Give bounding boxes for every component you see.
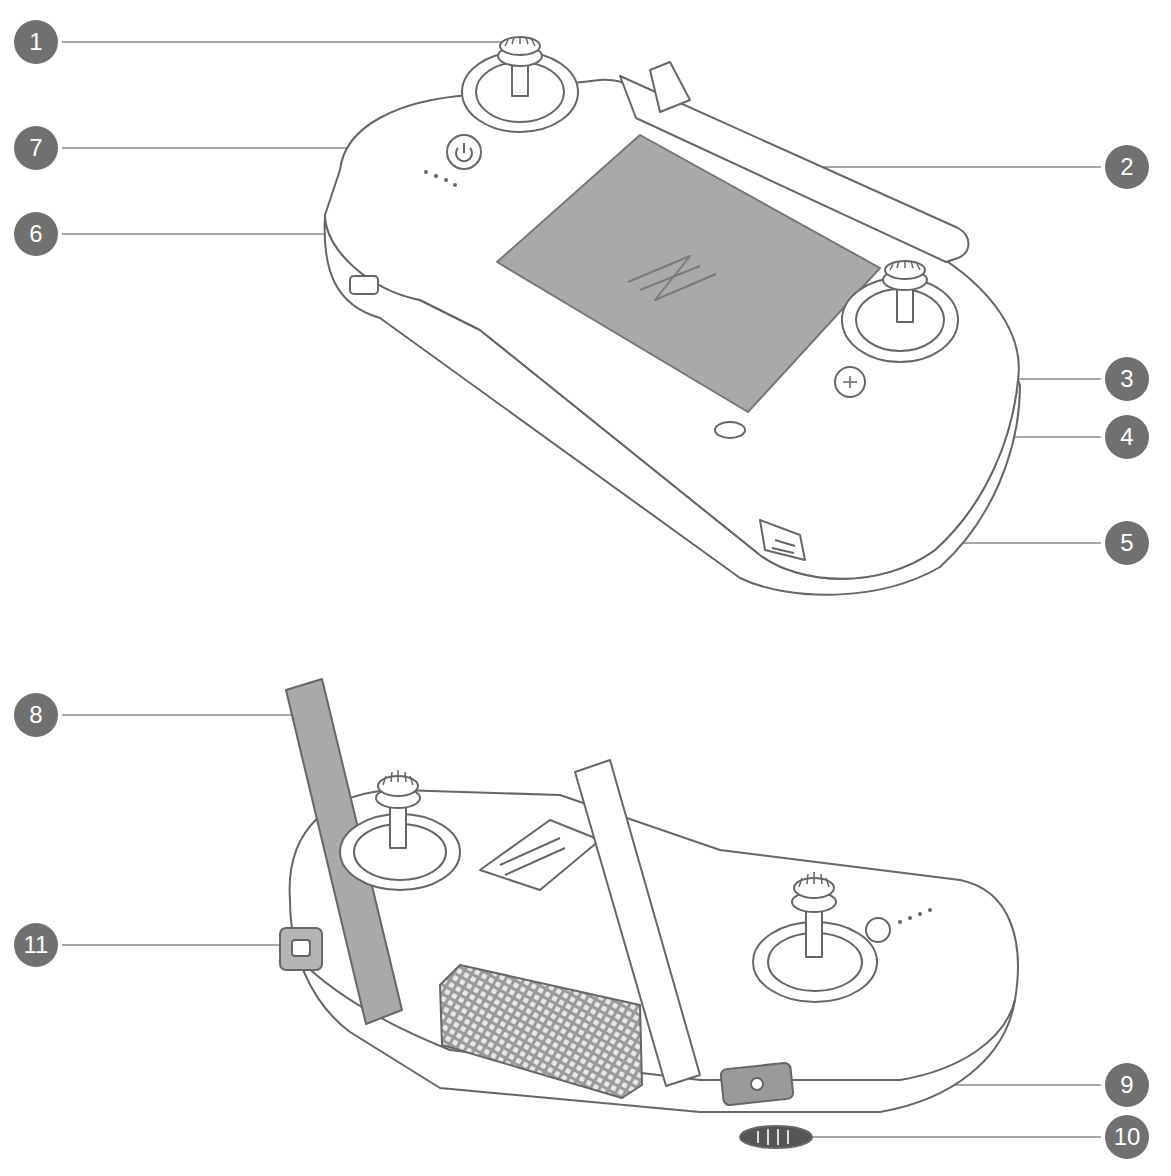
callout-number: 1 [14,20,58,64]
callout-number: 9 [1105,1063,1149,1107]
callout-number: 10 [1105,1115,1149,1159]
callout-number: 11 [14,923,58,967]
callout-number: 5 [1105,521,1149,565]
controller-top-view [325,37,1020,595]
callout-number: 8 [14,693,58,737]
callout-number: 3 [1105,357,1149,401]
callout-number: 7 [14,126,58,170]
callout-number: 2 [1105,145,1149,189]
leader-lines [62,42,1101,1137]
callout-number: 4 [1105,415,1149,459]
controller-bottom-view [280,679,1018,1148]
callout-number: 6 [14,212,58,256]
